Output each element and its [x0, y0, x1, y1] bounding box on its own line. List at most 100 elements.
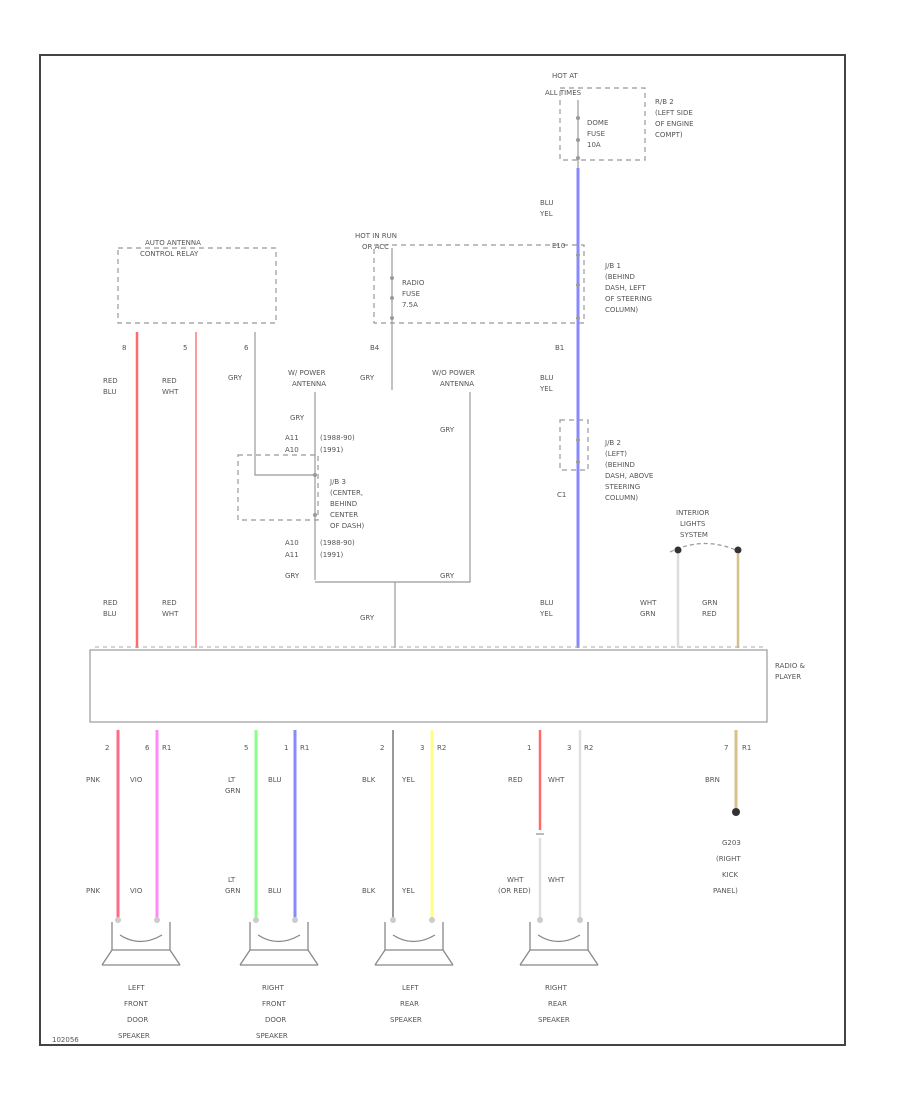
- jb3-label-4: CENTER: [330, 511, 358, 519]
- rr-speaker-label-3: SPEAKER: [538, 1016, 570, 1024]
- pin-b4: B4: [370, 344, 380, 352]
- pin-7-gnd: 7: [724, 744, 728, 752]
- jb3-label-2: (CENTER,: [330, 489, 363, 497]
- wire-label-blu-2: BLU: [268, 887, 281, 895]
- no-power-antenna-branch: W/O POWER ANTENNA GRY GRY GRY: [315, 369, 475, 648]
- wire-label-red-blu-2: BLU: [103, 388, 116, 396]
- range-1988-a: (1988-90): [320, 434, 355, 442]
- pin-2-lf: 2: [105, 744, 109, 752]
- pin-6: 6: [244, 344, 249, 352]
- wire-label-wht-or-red-2: (OR RED): [498, 887, 531, 895]
- wire-label-blu-yel-mid-2: YEL: [539, 385, 553, 393]
- wire-label-blu-1: BLU: [268, 776, 281, 784]
- pin-1-rf: 1: [284, 744, 288, 752]
- jb2-label-4: DASH, ABOVE: [605, 472, 653, 480]
- wire-label-yel-1: YEL: [401, 776, 415, 784]
- wire-label-gry-pa-2: GRY: [285, 572, 300, 580]
- lr-speaker-label-1: LEFT: [402, 984, 419, 992]
- interior-lights-block: INTERIOR LIGHTS SYSTEM WHT GRN GRN RED: [640, 509, 742, 648]
- lr-speaker-label-2: REAR: [400, 1000, 419, 1008]
- pin-r1-gnd: R1: [742, 744, 751, 752]
- ground-point-icon: [732, 808, 740, 816]
- jb2-label-2: (LEFT): [605, 450, 627, 458]
- no-power-antenna-label-2: ANTENNA: [440, 380, 474, 388]
- power-antenna-label-1: W/ POWER: [288, 369, 326, 377]
- wire-label-red-1: RED: [508, 776, 523, 784]
- radio-fuse-block: HOT IN RUN OR ACC RADIO FUSE 7.5A B4 GRY…: [355, 232, 585, 390]
- rr-speaker-label-2: REAR: [548, 1000, 567, 1008]
- interior-lights-label-3: SYSTEM: [680, 531, 708, 539]
- wire-label-blk-1: BLK: [362, 776, 376, 784]
- radio-fuse-label-1: RADIO: [402, 279, 425, 287]
- wire-label-gry-fuse: GRY: [360, 374, 375, 382]
- jb3-label-1: J/B 3: [329, 478, 346, 486]
- wire-label-red-wht-lower-2: WHT: [162, 610, 179, 618]
- wire-label-pnk-1: PNK: [86, 776, 100, 784]
- wire-label-grn-red-1: GRN: [702, 599, 718, 607]
- rb2-label-1: R/B 2: [655, 98, 674, 106]
- pin-c1: C1: [557, 491, 566, 499]
- range-1988-b: (1988-90): [320, 539, 355, 547]
- pin-5-rf: 5: [244, 744, 248, 752]
- ground-label-1: G203: [722, 839, 741, 847]
- pin-5: 5: [183, 344, 187, 352]
- radio-fuse-label-2: FUSE: [402, 290, 420, 298]
- speaker-icon-left-front: [101, 917, 181, 966]
- jb2-label-6: COLUMN): [605, 494, 638, 502]
- lf-speaker-label-3: DOOR: [127, 1016, 148, 1024]
- wire-label-wht-or-red-1: WHT: [507, 876, 524, 884]
- left-rear-speaker-circuit: 2 3 R2 BLK YEL BLK YEL: [362, 730, 446, 918]
- wire-label-blu-yel-low-1: BLU: [540, 599, 553, 607]
- wire-label-red-wht-lower-1: RED: [162, 599, 177, 607]
- rb2-label-4: COMPT): [655, 131, 683, 139]
- wire-label-wht-grn-2: GRN: [640, 610, 656, 618]
- pin-r2-rr: R2: [584, 744, 593, 752]
- pin-a10: A10: [285, 446, 299, 454]
- wire-label-pnk-2: PNK: [86, 887, 100, 895]
- pin-a11-b: A11: [285, 551, 299, 559]
- wire-label-brn: BRN: [705, 776, 720, 784]
- wire-label-gry-npa-2: GRY: [440, 572, 455, 580]
- jb2-label-1: J/B 2: [604, 439, 621, 447]
- hot-at-label: HOT AT: [552, 72, 579, 80]
- no-power-antenna-label-1: W/O POWER: [432, 369, 475, 377]
- speaker-icon-right-rear: [519, 917, 599, 966]
- auto-antenna-label-1: AUTO ANTENNA: [145, 239, 201, 247]
- pin-r1-rf: R1: [300, 744, 309, 752]
- wire-label-wht-1: WHT: [548, 776, 565, 784]
- wire-label-red-blu-lower-1: RED: [103, 599, 118, 607]
- wire-label-vio-2: VIO: [130, 887, 143, 895]
- interior-lights-label-1: INTERIOR: [676, 509, 709, 517]
- hot-in-run-label-1: HOT IN RUN: [355, 232, 397, 240]
- dome-fuse-block: HOT AT ALL TIMES DOME FUSE 10A R/B 2 (LE…: [545, 72, 694, 168]
- pin-6-lf: 6: [145, 744, 150, 752]
- wire-label-blu-yel-low-2: YEL: [539, 610, 553, 618]
- radio-label-1: RADIO &: [775, 662, 806, 670]
- wire-label-grn-red-2: RED: [702, 610, 717, 618]
- jb1-label-3: DASH, LEFT: [605, 284, 646, 292]
- rf-speaker-label-2: FRONT: [262, 1000, 287, 1008]
- wire-label-ltgrn-1a: LT: [228, 776, 236, 784]
- radio-player-unit: RADIO & PLAYER: [89, 646, 806, 723]
- pin-2-lr: 2: [380, 744, 384, 752]
- dome-fuse-label-1: DOME: [587, 119, 608, 127]
- wire-label-gry-pa-1: GRY: [290, 414, 305, 422]
- wire-label-yel-2: YEL: [401, 887, 415, 895]
- jb2-block: J/B 2 (LEFT) (BEHIND DASH, ABOVE STEERIN…: [557, 419, 653, 502]
- rf-speaker-label-1: RIGHT: [262, 984, 285, 992]
- pin-a10-b: A10: [285, 539, 299, 547]
- left-front-speaker-circuit: 2 6 R1 PNK VIO PNK VIO: [86, 730, 171, 918]
- pin-3-rr: 3: [567, 744, 571, 752]
- wire-label-gry-relay: GRY: [228, 374, 243, 382]
- rr-speaker-label-1: RIGHT: [545, 984, 568, 992]
- ground-circuit: 7 R1 BRN G203 (RIGHT KICK PANEL): [705, 730, 751, 895]
- wire-label-gry-radio: GRY: [360, 614, 375, 622]
- jb3-label-5: OF DASH): [330, 522, 365, 530]
- wire-gry-relay: [254, 332, 315, 476]
- wire-label-red-wht-1: RED: [162, 377, 177, 385]
- wire-label-vio-1: VIO: [130, 776, 143, 784]
- diagram-frame: [39, 54, 846, 1046]
- wire-label-blk-2: BLK: [362, 887, 376, 895]
- auto-antenna-relay: AUTO ANTENNA CONTROL RELAY 8 5 6: [117, 239, 277, 352]
